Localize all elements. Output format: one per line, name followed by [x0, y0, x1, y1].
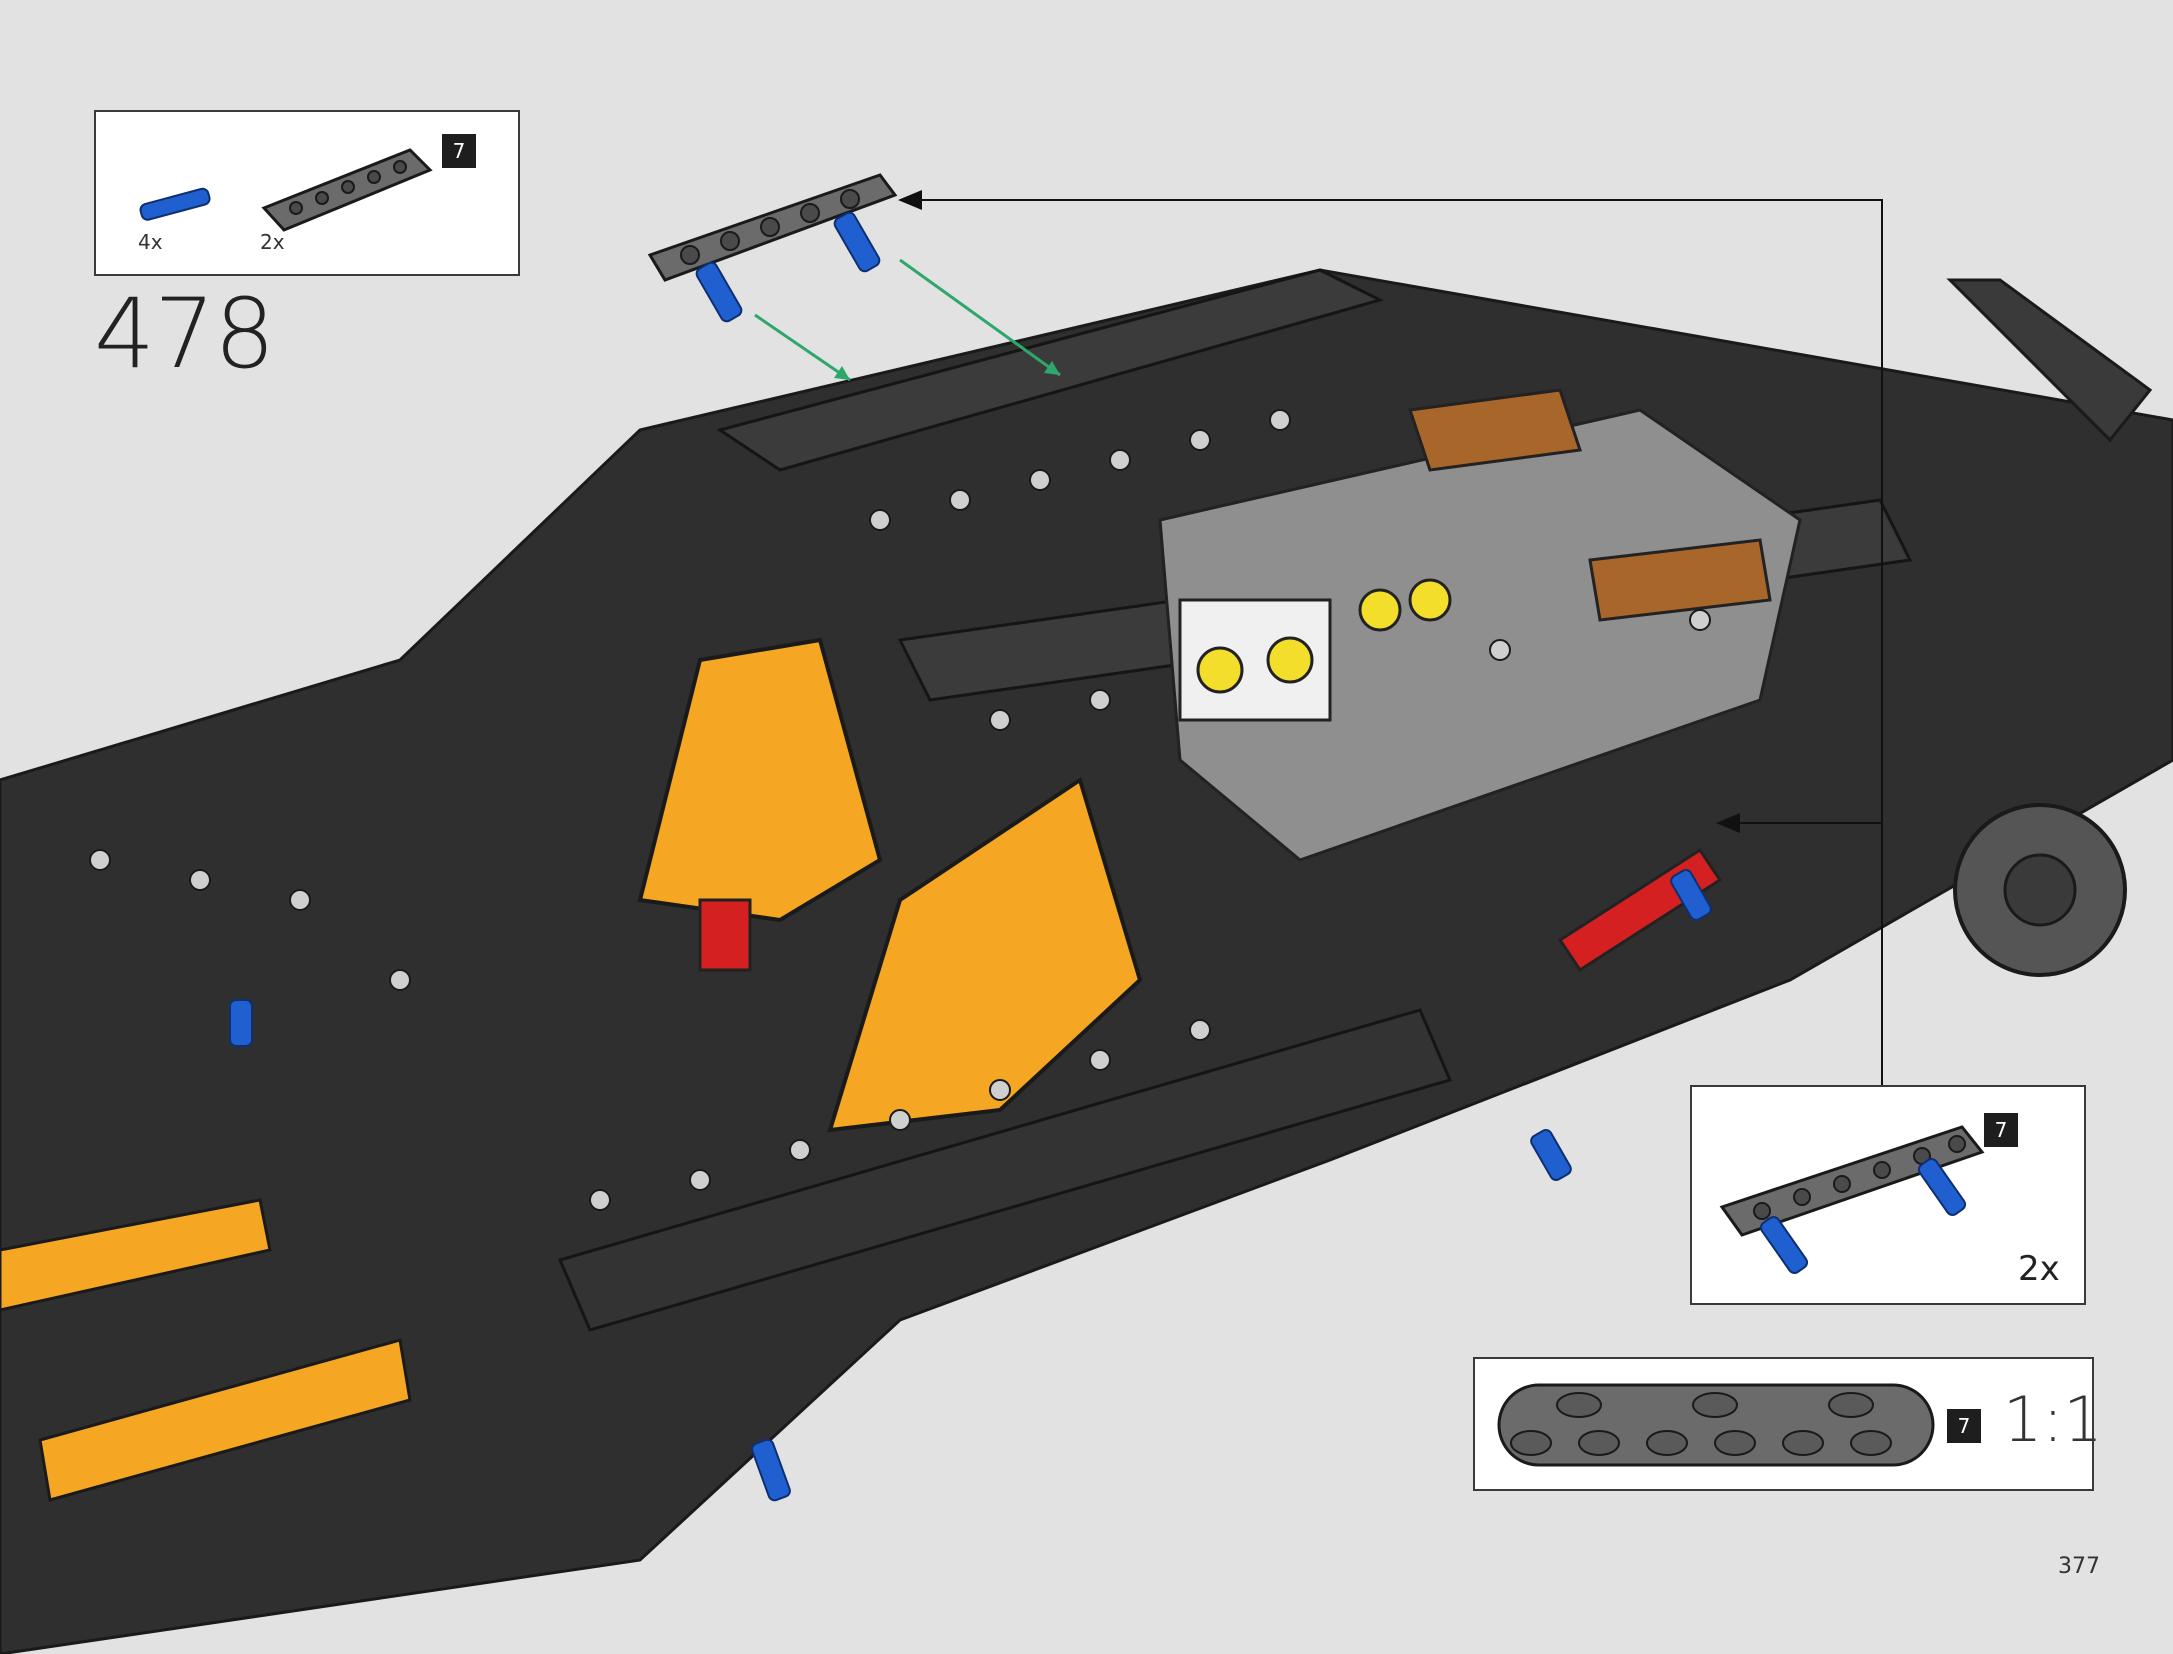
- callout-quantity: 2x: [2018, 1249, 2060, 1289]
- step-number: 478: [94, 278, 275, 390]
- scale-callout: 7 1:1: [1473, 1357, 2103, 1491]
- gray-beam-icon: [261, 148, 433, 232]
- parts-list: 4x 2x 7: [94, 110, 520, 276]
- axle-pin-quantity: 4x: [138, 230, 163, 254]
- beam-quantity: 2x: [260, 230, 285, 254]
- blue-axle-pin-icon: [139, 187, 211, 221]
- scale-length-tag: 7: [1947, 1409, 1981, 1443]
- callout-length-tag: 7: [1984, 1113, 2018, 1147]
- beam-being-installed: [647, 173, 898, 323]
- scale-label: 1:1: [2003, 1383, 2103, 1456]
- beam-length-tag: 7: [442, 134, 476, 168]
- page-number: 377: [2058, 1554, 2100, 1579]
- beam-with-pins-icon: [1719, 1125, 1985, 1274]
- beam-1to1-icon: [1497, 1383, 1935, 1467]
- sub-assembly-callout: 7 2x: [1690, 1085, 2086, 1305]
